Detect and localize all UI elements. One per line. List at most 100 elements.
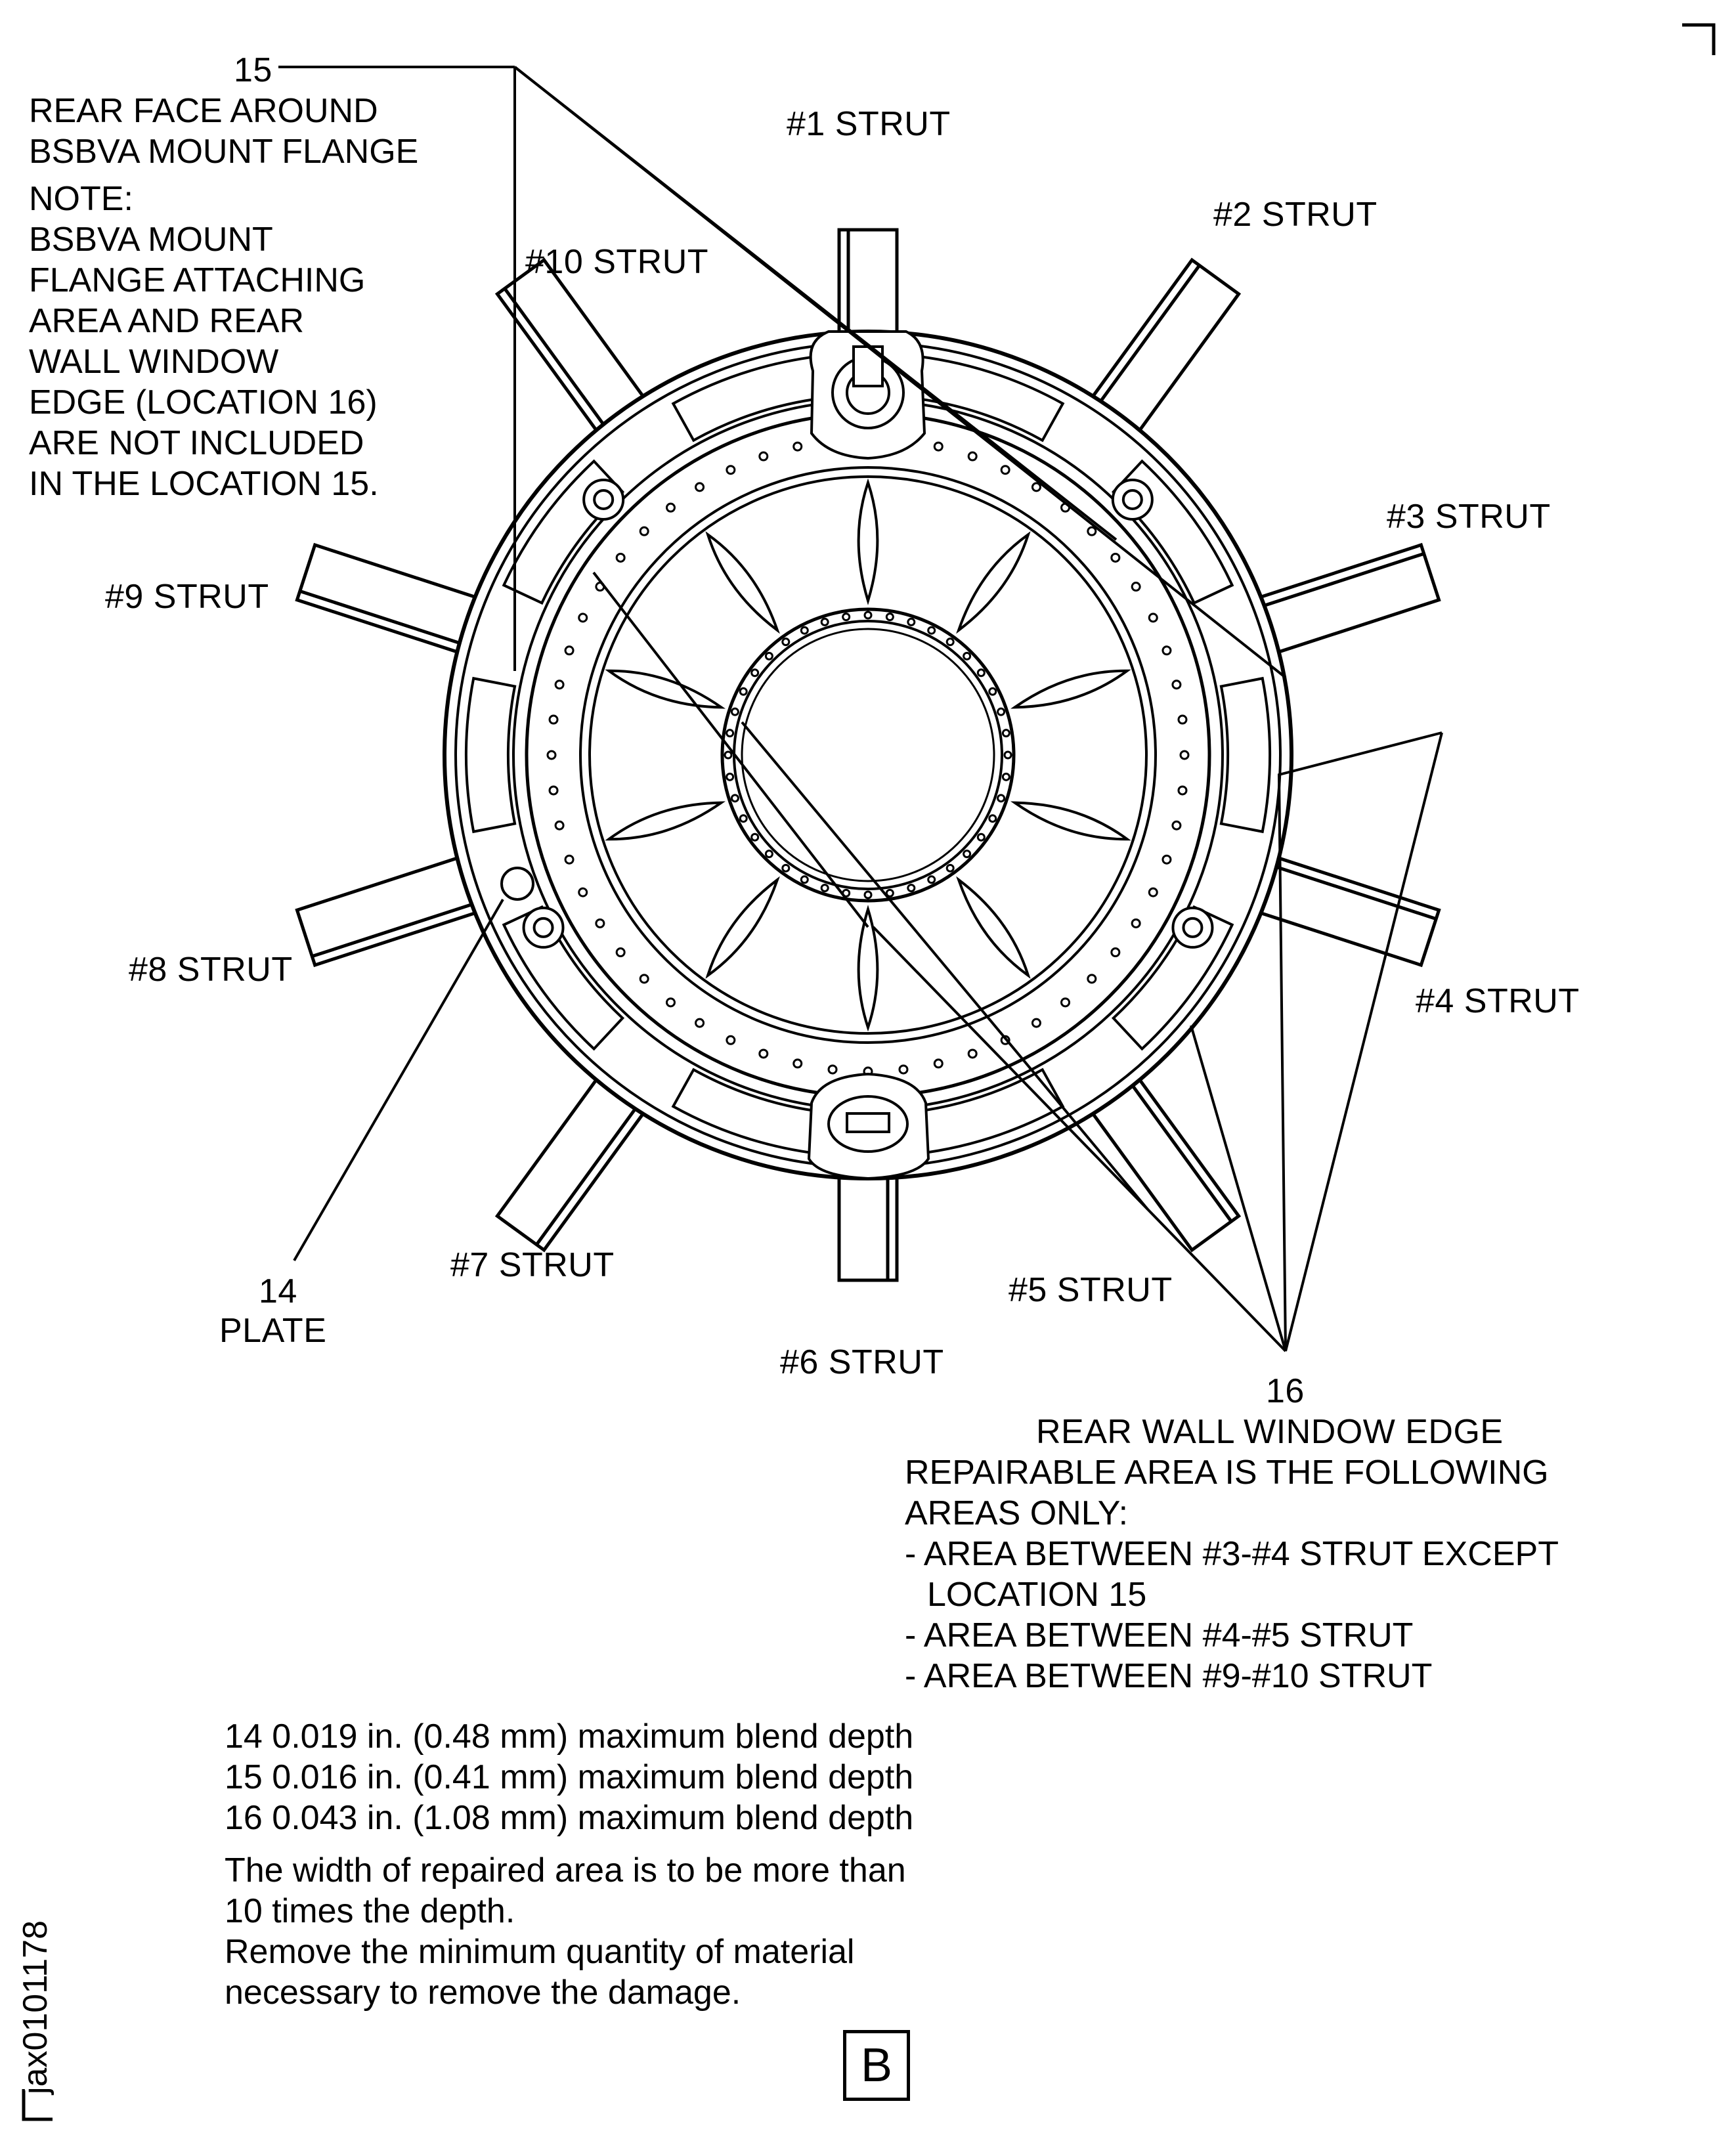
figure-id: jax0101178 — [16, 1920, 54, 2094]
window-pocket-8 — [464, 676, 517, 834]
window-pocket-6 — [671, 1068, 826, 1155]
hub-bolt-26 — [764, 850, 773, 859]
callout-16-line-5: - AREA BETWEEN #4-#5 STRUT — [905, 1616, 1414, 1654]
bolt-hole-15 — [1179, 750, 1190, 760]
bolt-hole-47 — [578, 613, 588, 623]
hub-bolt-14 — [988, 814, 997, 823]
note-line-6: EDGE (LOCATION 16) — [29, 383, 378, 421]
bolt-hole-17 — [1171, 820, 1182, 831]
bolt-hole-43 — [546, 750, 557, 760]
hub-bolt-39 — [820, 617, 829, 626]
vane-7 — [705, 876, 780, 979]
callout-15-title-line-2: BSBVA MOUNT FLANGE — [29, 133, 419, 171]
bolt-hole-18 — [1161, 854, 1172, 865]
bolt-hole-36 — [639, 974, 649, 984]
repair-note-4: necessary to remove the damage. — [225, 1974, 741, 2012]
bolt-hole-49 — [615, 552, 626, 563]
window-pocket-1 — [910, 355, 1065, 443]
vane-6 — [857, 905, 879, 1032]
leader-16-b — [1277, 731, 1443, 1352]
hub-bolt-40 — [842, 613, 851, 622]
plate-14 — [500, 867, 534, 901]
bolt-hole-38 — [595, 918, 605, 928]
mount-pads — [522, 478, 1214, 949]
hub-bolt-10 — [1001, 729, 1010, 738]
hub-bolt-19 — [907, 884, 916, 893]
leader-15-e — [741, 721, 1149, 1211]
callout-16-body: REPAIRABLE AREA IS THE FOLLOWING AREAS O… — [905, 1452, 1559, 1696]
mount-pad-2-hole — [1182, 917, 1204, 938]
hub-bolt-29 — [730, 794, 739, 803]
mount-pad-3-hole — [532, 917, 554, 938]
callout-14-name: PLATE — [219, 1312, 327, 1350]
bolt-hole-32 — [758, 1048, 769, 1059]
bolt-hole-42 — [548, 785, 559, 796]
inner-vanes — [605, 478, 1131, 1032]
note-line-5: WALL WINDOW — [29, 343, 279, 381]
bolt-hole-14 — [1177, 714, 1188, 725]
strut-7-edge-line — [535, 1084, 654, 1246]
vane-1 — [857, 478, 879, 605]
leader-16-c — [1190, 1025, 1287, 1352]
blend-limits: 14 0.019 in. (0.48 mm) maximum blend dep… — [225, 1716, 913, 1838]
repair-note-3: Remove the minimum quantity of material — [225, 1933, 855, 1971]
hub-bolt-20 — [885, 888, 894, 897]
bolt-hole-21 — [1110, 947, 1121, 958]
vane-5 — [956, 876, 1031, 979]
hub-bolt-28 — [739, 814, 748, 823]
vane-8 — [605, 801, 726, 841]
repair-note-2: 10 times the depth. — [225, 1892, 515, 1930]
bolt-hole-35 — [665, 997, 676, 1008]
view-letter-box: B — [843, 2030, 910, 2101]
callout-16-line-1: REPAIRABLE AREA IS THE FOLLOWING — [905, 1454, 1549, 1492]
bolt-hole-37 — [615, 947, 626, 958]
hub-bolt-13 — [997, 794, 1006, 803]
bolt-hole-19 — [1148, 887, 1158, 897]
note-line-3: FLANGE ATTACHING — [29, 261, 366, 299]
hub-bolt-3 — [907, 617, 916, 626]
leader-15-c — [513, 66, 1118, 541]
note-line-4: AREA AND REAR — [29, 302, 305, 340]
strut-5-edge-line — [1114, 1061, 1233, 1222]
hub-bolt-23 — [820, 884, 829, 893]
bolt-hole-46 — [564, 645, 575, 656]
bolt-hole-13 — [1171, 680, 1182, 690]
repair-notes: The width of repaired area is to be more… — [225, 1850, 906, 2013]
note-line-8: IN THE LOCATION 15. — [29, 465, 379, 503]
leader-16-a — [1284, 732, 1443, 1352]
hub-bolt-1 — [863, 611, 873, 620]
strut-1-label: #1 STRUT — [787, 105, 951, 143]
bolt-hole-34 — [695, 1018, 705, 1028]
strut-2-edge-line — [1082, 264, 1201, 426]
strut-3-edge-line — [1236, 551, 1425, 616]
bolt-hole-33 — [726, 1035, 736, 1045]
hub-bolt-30 — [726, 772, 735, 781]
note-line-1: NOTE: — [29, 180, 133, 218]
corner-mark-bottom-left — [22, 2090, 53, 2121]
bolt-hole-44 — [548, 714, 559, 725]
bolt-hole-30 — [827, 1064, 838, 1075]
hub-bolt-36 — [764, 651, 773, 660]
corner-mark-top-right — [1682, 23, 1716, 55]
strut-2-label: #2 STRUT — [1213, 196, 1378, 234]
hub-bolt-5 — [945, 637, 955, 647]
callout-15-note: NOTE: BSBVA MOUNT FLANGE ATTACHING AREA … — [29, 179, 379, 504]
hub-bolt-35 — [750, 668, 760, 678]
mount-pad-1-hole — [1121, 488, 1143, 510]
hub-bolt-7 — [976, 668, 986, 678]
callout-16-line-6: - AREA BETWEEN #9-#10 STRUT — [905, 1657, 1433, 1695]
strut-10-label: #10 STRUT — [525, 243, 709, 281]
bolt-hole-4 — [967, 451, 978, 462]
hub-bolt-21 — [863, 890, 873, 899]
bolt-hole-52 — [695, 482, 705, 492]
bolt-hole-26 — [967, 1048, 978, 1059]
hub-bolt-16 — [963, 850, 972, 859]
callout-15-title: REAR FACE AROUND BSBVA MOUNT FLANGE — [29, 91, 418, 172]
vane-10 — [705, 531, 780, 634]
ring-6 — [588, 475, 1148, 1035]
vane-4 — [1010, 801, 1131, 841]
bolt-hole-54 — [758, 451, 769, 462]
bolt-hole-40 — [564, 854, 575, 865]
bolt-hole-10 — [1131, 582, 1141, 592]
vane-9 — [605, 669, 726, 709]
